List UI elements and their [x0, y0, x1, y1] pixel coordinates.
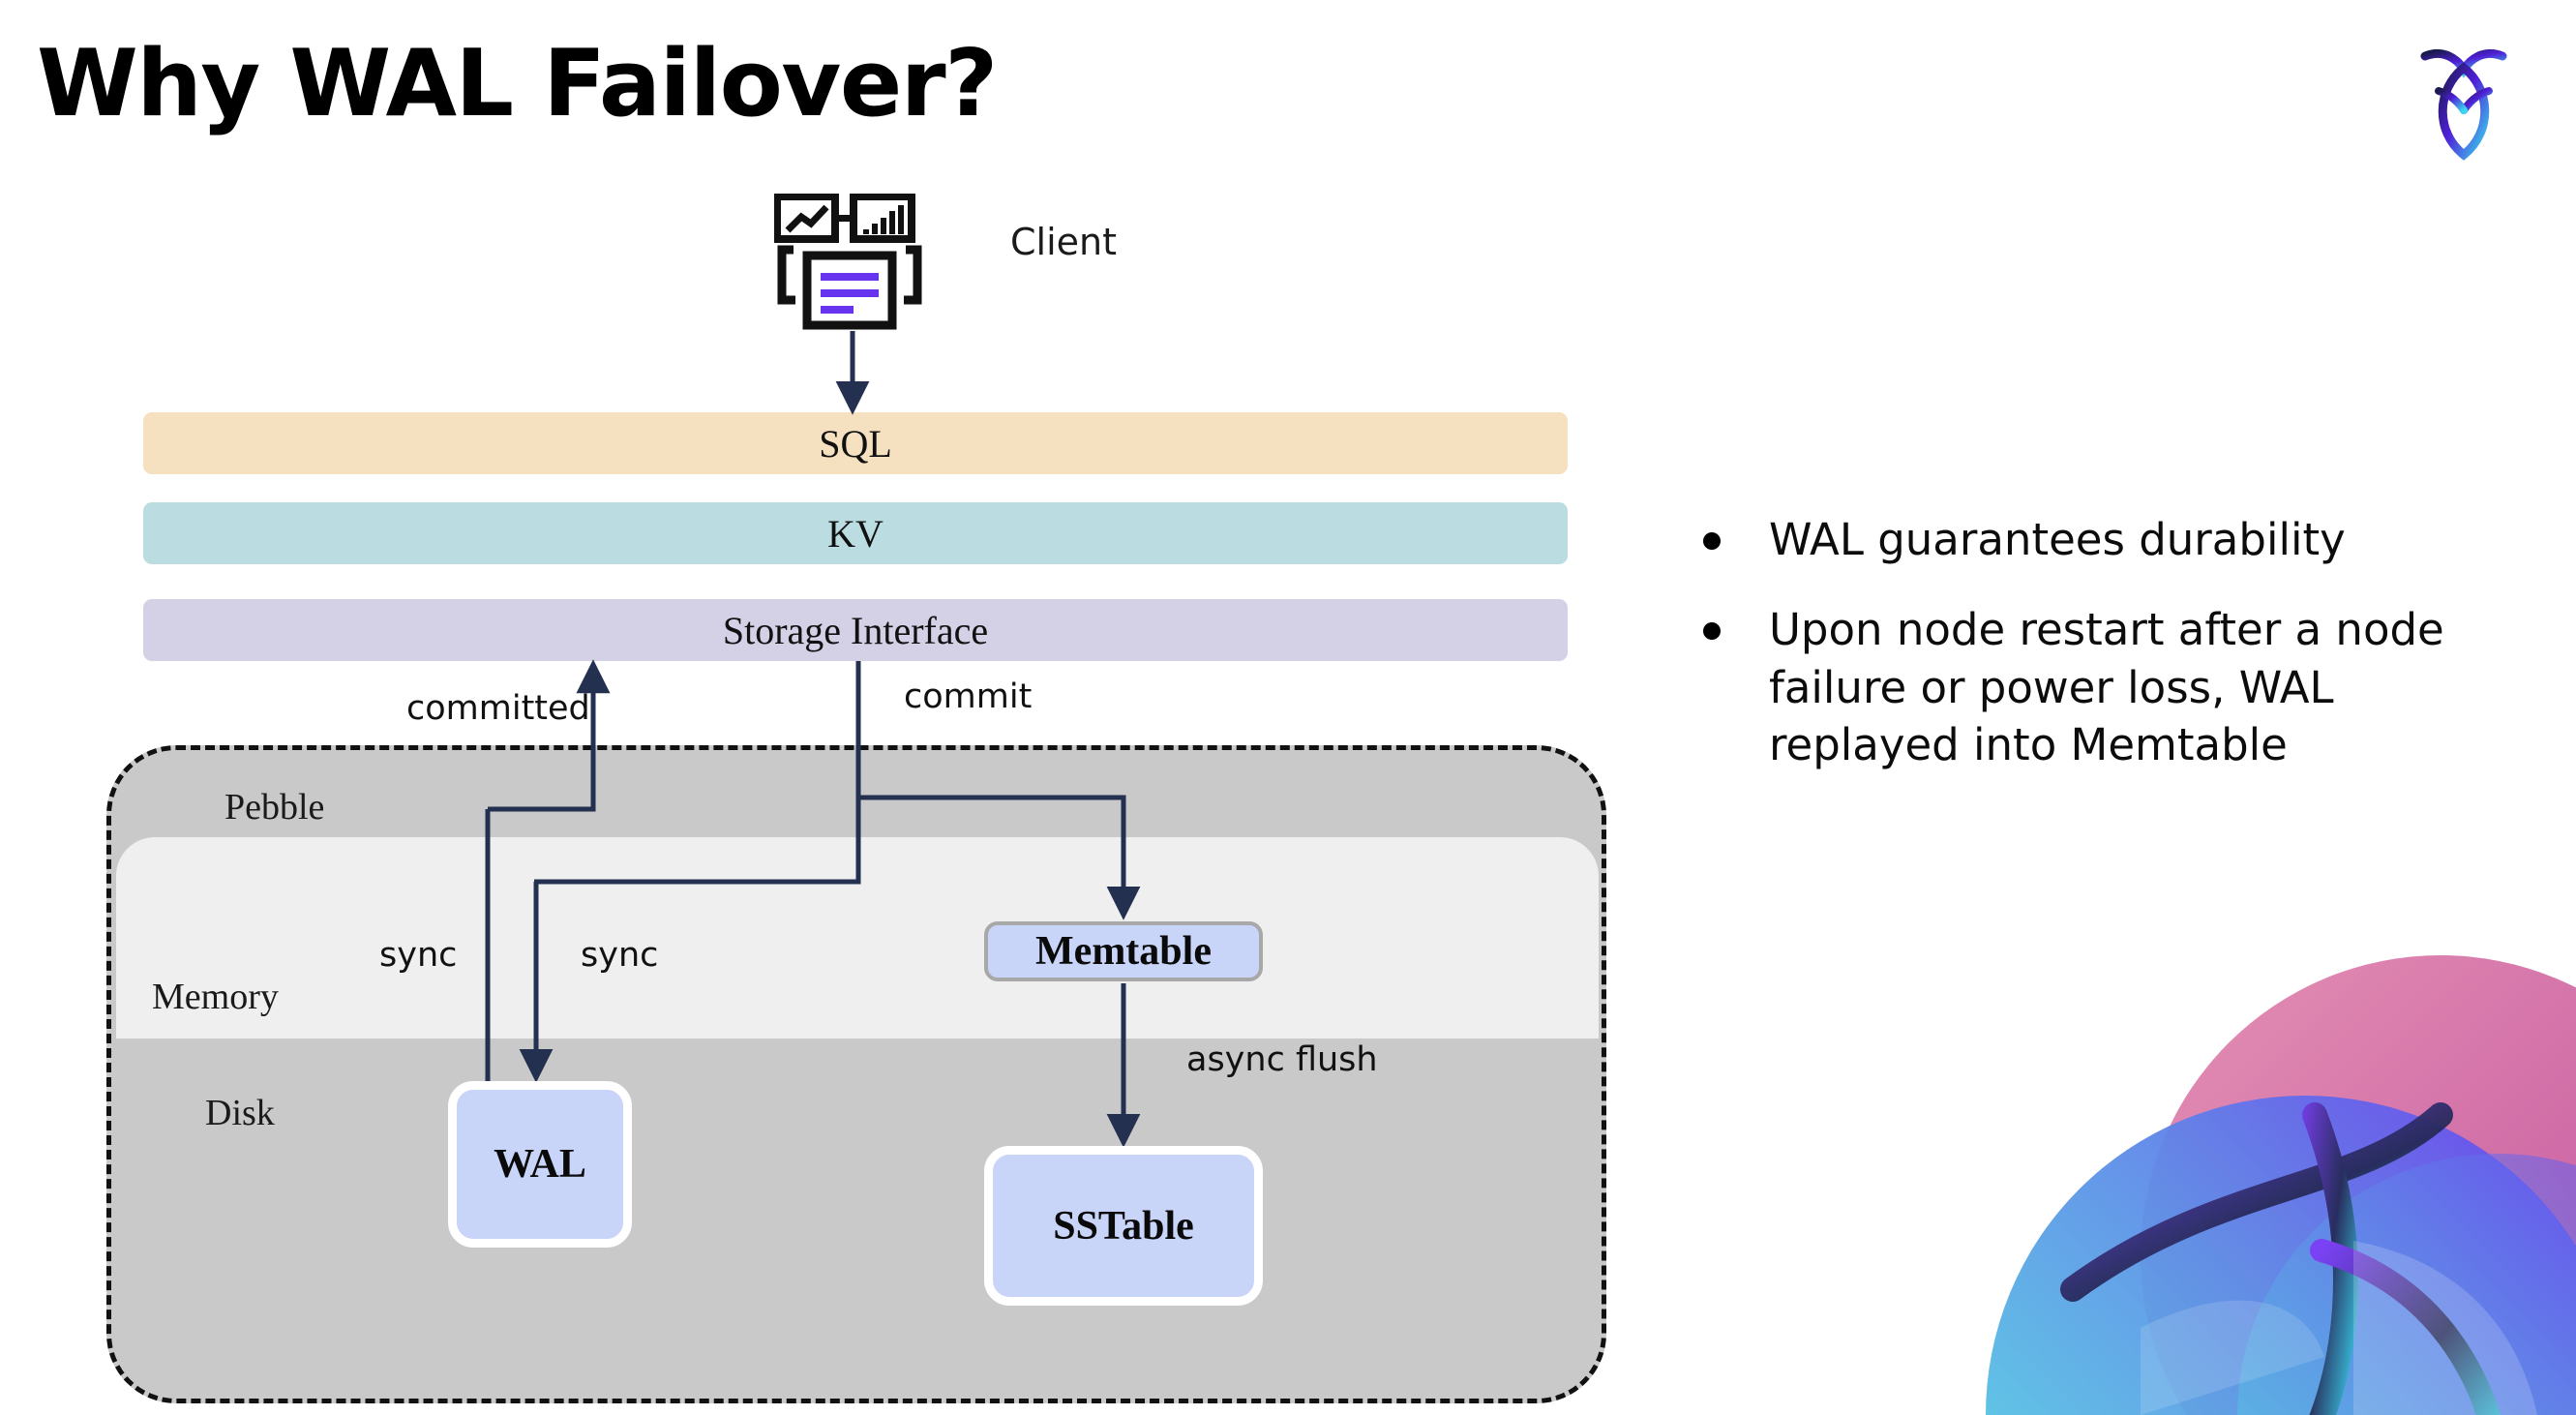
- bullet-text: WAL guarantees durability: [1769, 514, 2346, 565]
- node-sstable: SSTable: [984, 1146, 1263, 1306]
- cockroachdb-logo: [2406, 35, 2522, 161]
- layer-bar-kv: KV: [143, 502, 1568, 564]
- node-memtable-label: Memtable: [1035, 929, 1212, 974]
- node-wal: WAL: [448, 1081, 632, 1248]
- node-wal-label: WAL: [494, 1142, 586, 1187]
- list-item: Upon node restart after a node failure o…: [1703, 601, 2516, 773]
- layer-bar-sql-label: SQL: [819, 421, 892, 466]
- pebble-label: Pebble: [225, 787, 325, 828]
- bullet-dot-icon: [1703, 532, 1721, 550]
- layer-bar-sql: SQL: [143, 412, 1568, 474]
- page-title: Why WAL Failover?: [37, 31, 998, 137]
- client-label: Client: [1010, 221, 1118, 263]
- list-item: WAL guarantees durability: [1703, 511, 2516, 568]
- memory-region: [116, 837, 1599, 1039]
- disk-label: Disk: [205, 1093, 275, 1133]
- node-memtable: Memtable: [984, 921, 1263, 981]
- corner-artwork: [1899, 873, 2576, 1415]
- edge-label-async-flush: async flush: [1186, 1040, 1378, 1079]
- bullet-dot-icon: [1703, 622, 1721, 641]
- layer-bar-storage-interface-label: Storage Interface: [722, 608, 989, 652]
- layer-bar-kv-label: KV: [827, 511, 884, 556]
- bullet-list: WAL guarantees durability Upon node rest…: [1703, 511, 2516, 807]
- bullet-text: Upon node restart after a node failure o…: [1769, 604, 2444, 771]
- memory-label: Memory: [152, 977, 279, 1017]
- layer-bar-storage-interface: Storage Interface: [143, 599, 1568, 661]
- edge-label-sync-down: sync: [581, 936, 659, 975]
- edge-label-committed: committed: [406, 689, 590, 728]
- client-dashboard-icon: [773, 193, 925, 331]
- edge-label-commit: commit: [904, 677, 1033, 716]
- edge-label-sync-up: sync: [379, 936, 458, 975]
- node-sstable-label: SSTable: [1053, 1203, 1194, 1249]
